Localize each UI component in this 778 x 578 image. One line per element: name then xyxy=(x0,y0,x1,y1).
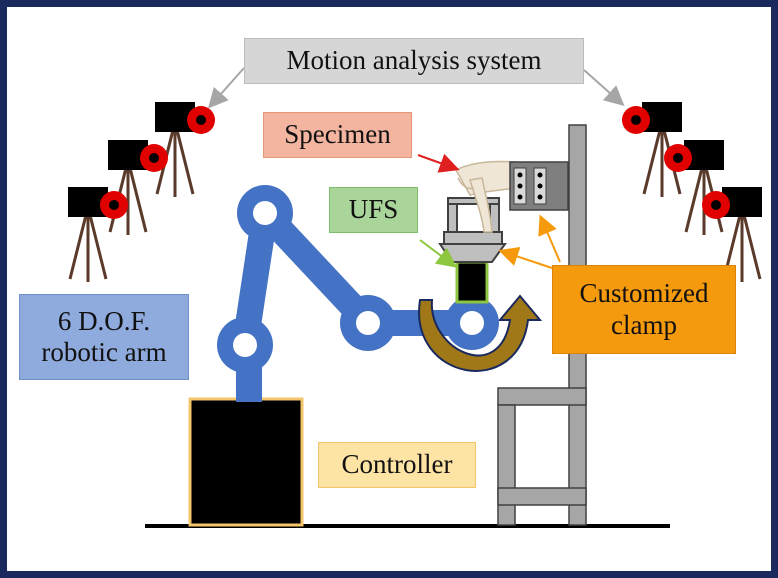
arrow-specimen xyxy=(417,153,460,173)
arrow-clamp-holder xyxy=(538,214,561,263)
controller-box-icon xyxy=(188,397,304,527)
arrow-motion-right xyxy=(583,69,625,106)
robotic-arm-label: 6 D.O.F. robotic arm xyxy=(19,294,189,380)
camera-icon xyxy=(664,140,724,235)
specimen-label: Specimen xyxy=(263,112,412,158)
camera-icon xyxy=(155,102,215,197)
ufs-sensor-icon xyxy=(455,260,489,304)
controller-label: Controller xyxy=(318,442,476,488)
camera-icon xyxy=(68,187,128,282)
wrist-joint-hole xyxy=(460,311,484,335)
arrow-ufs xyxy=(419,239,457,268)
robotic-arm-icon xyxy=(217,185,483,402)
customized-clamp-label: Customized clamp xyxy=(552,265,736,354)
rotation-arrow-icon xyxy=(418,294,543,372)
motion-analysis-system-label: Motion analysis system xyxy=(244,38,584,84)
arrow-motion-left xyxy=(208,67,245,109)
gripper-icon xyxy=(438,197,507,263)
camera-icon xyxy=(702,187,762,282)
arrow-clamp-gripper xyxy=(498,246,553,269)
ufs-label: UFS xyxy=(329,187,418,233)
clamp-icon xyxy=(509,161,569,211)
camera-icon xyxy=(108,140,168,235)
